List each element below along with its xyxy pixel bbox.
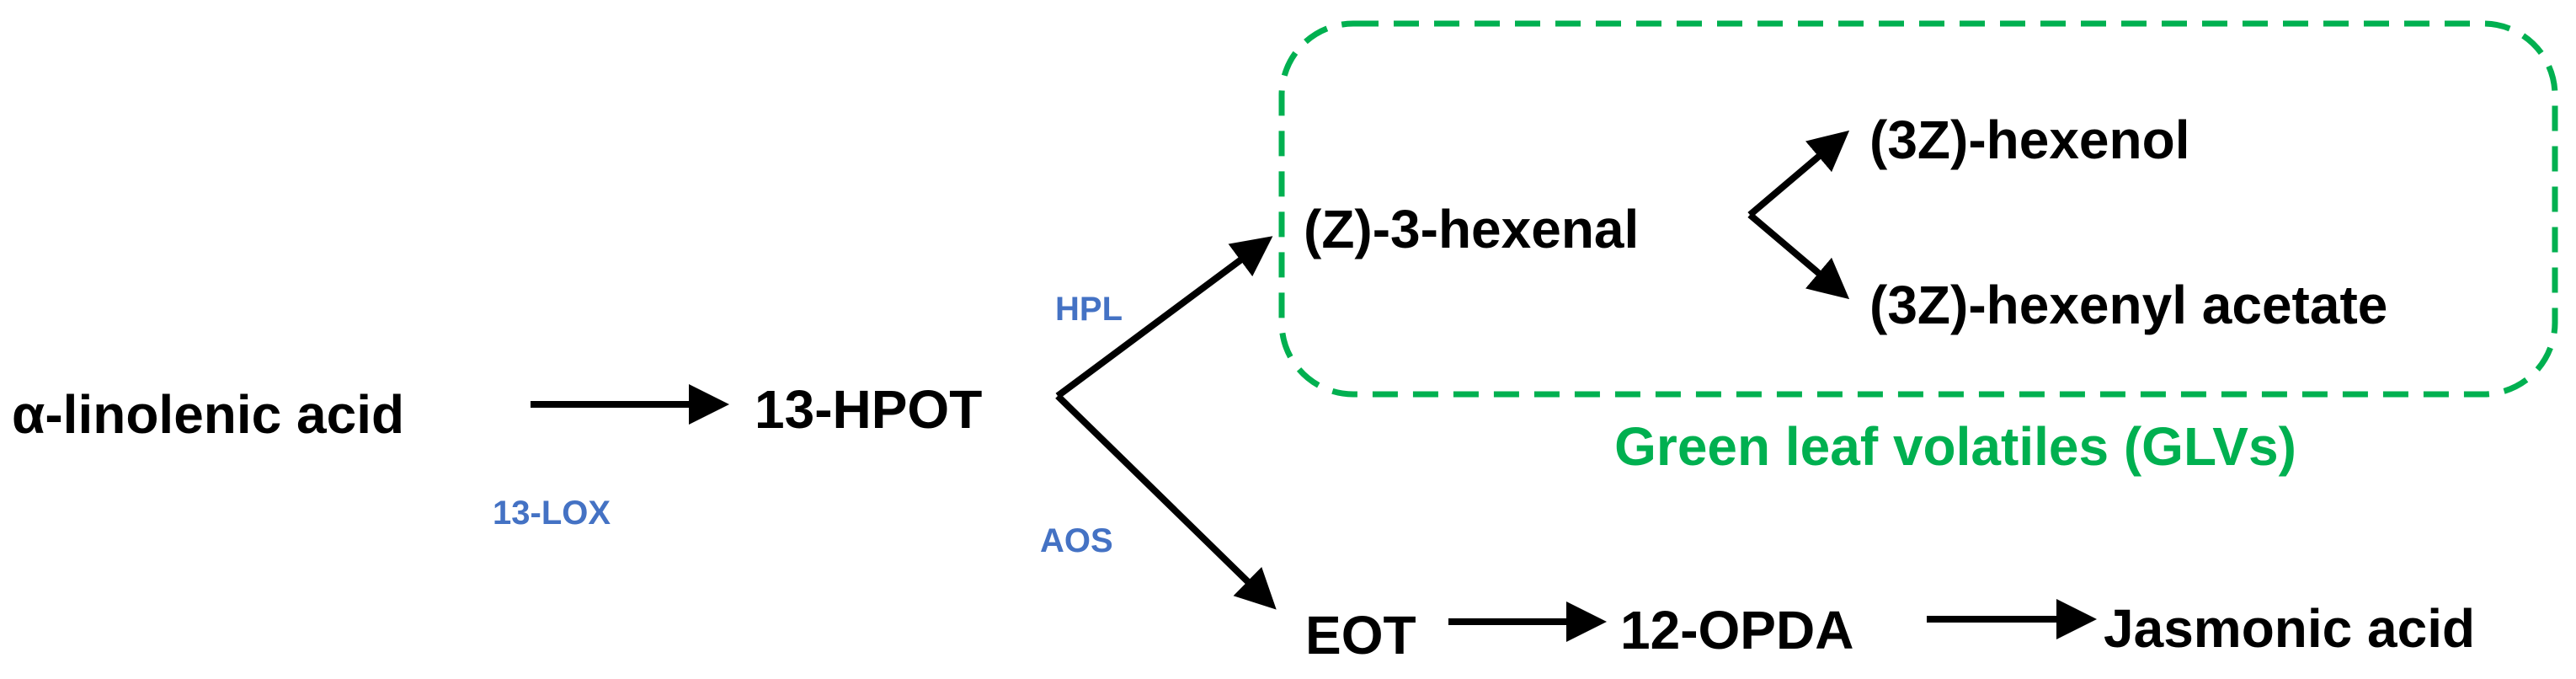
compound-13-hpot: 13-HPOT bbox=[755, 379, 982, 440]
arrow-hexenal-to-hexenol bbox=[1747, 130, 1850, 218]
compound-12-opda: 12-OPDA bbox=[1620, 600, 1853, 660]
enzyme-hpl: HPL bbox=[1055, 291, 1123, 328]
enzyme-aos: AOS bbox=[1040, 522, 1113, 559]
compound-3z-hexenol: (3Z)-hexenol bbox=[1869, 110, 2189, 170]
compound-jasmonic-acid: Jasmonic acid bbox=[2104, 598, 2475, 659]
compound-alpha-linolenic-acid: α-linolenic acid bbox=[12, 384, 404, 445]
compound-eot: EOT bbox=[1305, 605, 1416, 666]
enzyme-13-lox: 13-LOX bbox=[493, 495, 611, 532]
compound-3z-hexenyl-acetate: (3Z)-hexenyl acetate bbox=[1869, 275, 2387, 335]
glv-group-box bbox=[1278, 20, 2558, 398]
arrow-hpot-to-hexenal bbox=[1055, 236, 1273, 399]
arrow-hpot-to-eot bbox=[1055, 393, 1277, 610]
compound-z3-hexenal: (Z)-3-hexenal bbox=[1304, 199, 1639, 259]
glv-group-label: Green leaf volatiles (GLVs) bbox=[1614, 416, 2296, 477]
arrow-hexenal-to-hexenyl-acetate bbox=[1747, 211, 1850, 300]
